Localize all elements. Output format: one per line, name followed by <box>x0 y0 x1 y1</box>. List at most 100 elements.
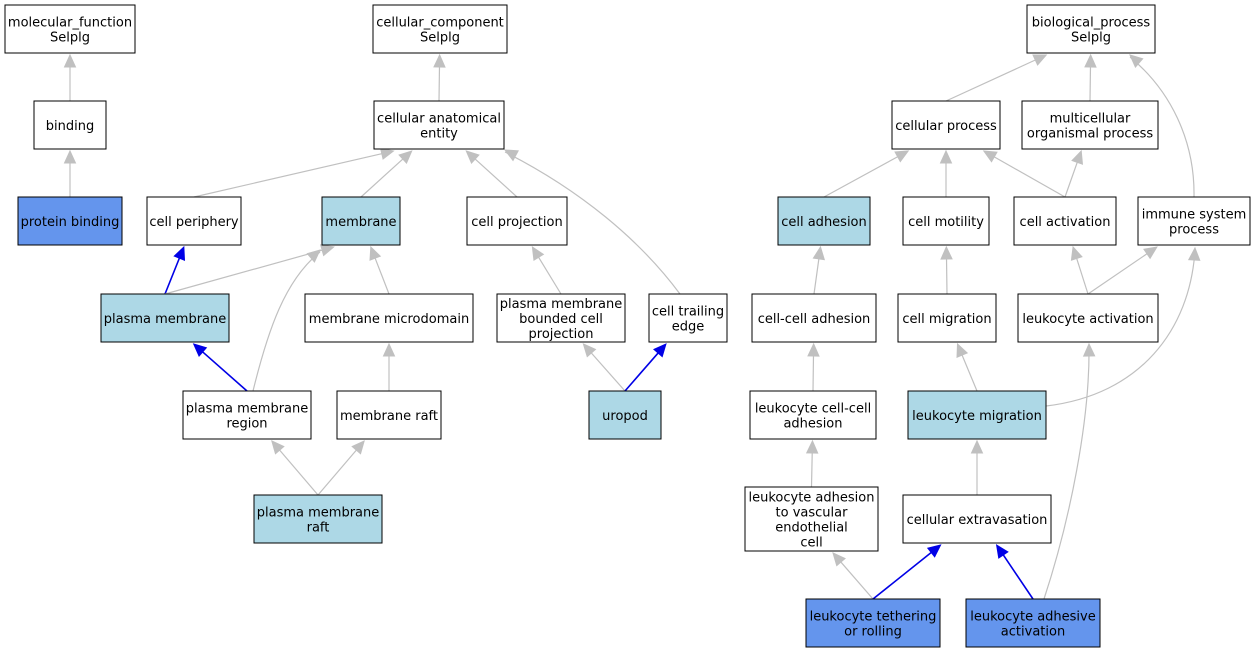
node-label: cellular_component <box>376 16 504 31</box>
node-label: endothelial <box>775 521 848 536</box>
edge-pm_region-to-plasma_membrane <box>192 343 248 392</box>
node-cell_activation[interactable]: cell activation <box>1013 196 1117 246</box>
node-label: leukocyte activation <box>1022 312 1153 327</box>
node-label: activation <box>1001 625 1065 640</box>
node-box <box>373 100 505 150</box>
node-plasma_membrane[interactable]: plasma membrane <box>100 293 230 343</box>
node-cell_adhesion[interactable]: cell adhesion <box>777 196 871 246</box>
node-box <box>146 196 242 246</box>
node-label: cell migration <box>902 312 991 327</box>
node-box <box>805 598 941 648</box>
node-label: cell-cell adhesion <box>758 312 871 327</box>
node-membrane[interactable]: membrane <box>321 196 401 246</box>
edge-arrowhead <box>271 440 285 455</box>
node-label: binding <box>46 119 94 134</box>
node-label: to vascular <box>776 506 849 521</box>
edge-arrowhead <box>956 342 969 358</box>
node-cellular_process[interactable]: cellular process <box>891 100 1001 150</box>
node-label: cell projection <box>471 215 562 230</box>
node-label: membrane <box>325 215 396 230</box>
node-leuk_activation[interactable]: leukocyte activation <box>1017 293 1159 343</box>
node-label: leukocyte migration <box>912 409 1042 424</box>
node-label: cellular anatomical <box>377 112 501 127</box>
edge-arrowhead <box>531 245 545 261</box>
node-label: cellular extravasation <box>907 513 1048 528</box>
node-membrane_microdomain[interactable]: membrane microdomain <box>304 293 474 343</box>
edge-arrowhead <box>982 150 998 163</box>
node-protein_binding[interactable]: protein binding <box>17 196 123 246</box>
node-label: uropod <box>602 409 648 424</box>
node-label: biological_process <box>1032 16 1151 31</box>
edge-cell_adhesion-to-cellular_process <box>823 150 910 198</box>
edge-arrowhead <box>398 150 413 165</box>
edge-arrowhead <box>369 245 382 261</box>
edge-leuk_migration-to-cell_migration <box>956 342 978 392</box>
edge-tethering-to-extravasation <box>872 544 942 600</box>
node-box <box>4 4 136 54</box>
edge-arrowhead <box>1070 245 1083 261</box>
node-label: adhesion <box>783 417 842 432</box>
edge-pm_region-to-membrane <box>252 249 321 392</box>
node-binding[interactable]: binding <box>33 100 107 150</box>
edge-leuk_adh_vasc-to-leuk_cc_adhesion <box>805 439 819 488</box>
node-cell_projection[interactable]: cell projection <box>466 196 568 246</box>
node-cell_migration[interactable]: cell migration <box>897 293 997 343</box>
edge-arrowhead <box>940 245 953 260</box>
node-label: cell adhesion <box>781 215 867 230</box>
node-label: leukocyte adhesion <box>749 491 875 506</box>
edge-arrowhead <box>926 544 942 558</box>
node-membrane_raft[interactable]: membrane raft <box>336 390 442 440</box>
edge-arrowhead <box>995 544 1009 559</box>
node-label: plasma membrane <box>257 506 380 521</box>
node-box <box>496 293 626 343</box>
edge-cell_trailing-to-cae <box>503 149 681 295</box>
edge-arrowhead <box>1084 53 1097 68</box>
edge-arrowhead <box>382 342 396 357</box>
node-label: multicellular <box>1050 112 1131 127</box>
node-uropod[interactable]: uropod <box>588 390 662 440</box>
edge-leuk_cc_adhesion-to-cc_adhesion <box>807 342 820 392</box>
node-label: bounded cell <box>519 312 603 327</box>
node-box <box>965 598 1101 648</box>
edge-membrane_raft-to-membrane_microdomain <box>382 342 396 391</box>
node-leuk_migration[interactable]: leukocyte migration <box>907 390 1047 440</box>
edge-arrowhead <box>433 53 446 68</box>
edge-cell_activation-to-multicellular <box>1064 149 1084 198</box>
node-label: raft <box>307 521 330 536</box>
node-cell_motility[interactable]: cell motility <box>902 196 990 246</box>
node-label: plasma membrane <box>500 297 623 312</box>
edge-arrowhead <box>379 147 395 160</box>
node-label: process <box>1169 223 1219 238</box>
edge-arrowhead <box>1032 54 1048 66</box>
edge-arrowhead <box>63 149 77 164</box>
edge-membrane-to-cae <box>360 150 413 198</box>
node-box <box>744 486 879 552</box>
node-box <box>1137 196 1251 246</box>
node-label: Selplg <box>1071 31 1111 46</box>
edge-arrowhead <box>939 149 953 164</box>
edge-arrowhead <box>63 53 77 68</box>
node-cc_adhesion[interactable]: cell-cell adhesion <box>751 293 877 343</box>
edge-arrowhead <box>465 150 480 165</box>
node-box <box>907 390 1047 440</box>
node-box <box>100 293 230 343</box>
node-extravasation[interactable]: cellular extravasation <box>902 494 1052 544</box>
node-cell_periphery[interactable]: cell periphery <box>146 196 242 246</box>
node-label: edge <box>672 320 705 335</box>
